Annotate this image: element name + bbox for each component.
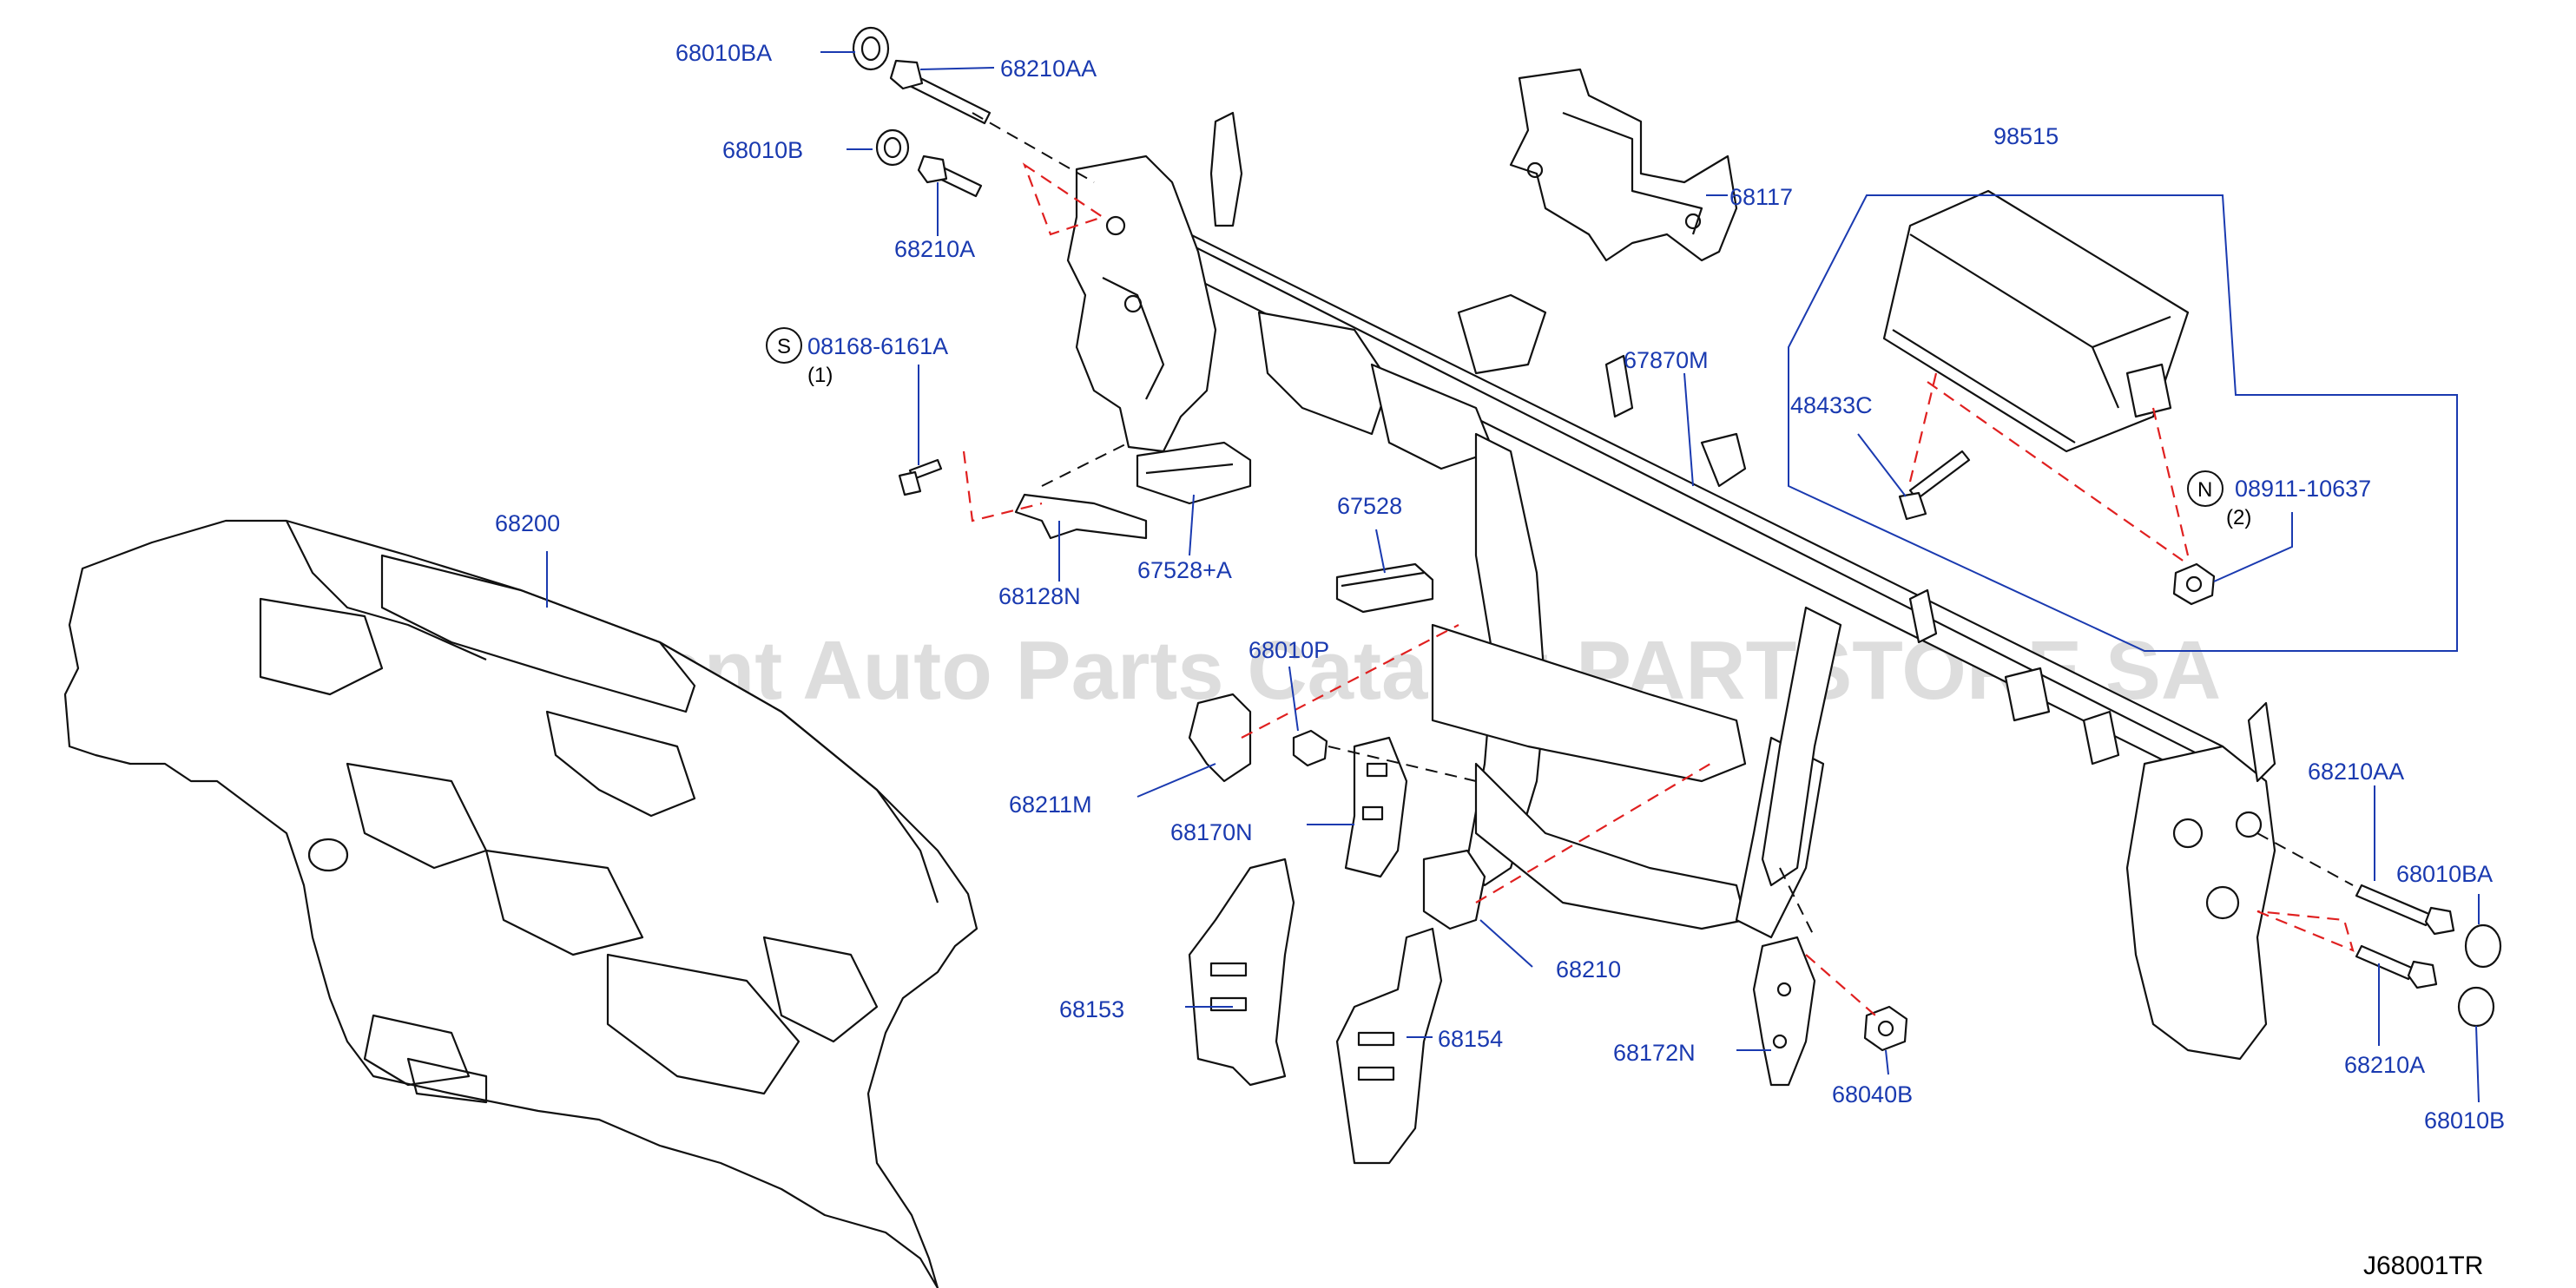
passenger-airbag-98515[interactable] (1882, 189, 2190, 453)
label-68117[interactable]: 68117 (1729, 184, 1793, 210)
cap-68010BA-right[interactable] (2464, 923, 2502, 969)
cap-68010B-right[interactable] (2457, 986, 2495, 1028)
bolt-68210A-top[interactable] (917, 154, 983, 198)
clip-67528[interactable] (1335, 562, 1434, 614)
label-08911-10637[interactable]: 08911-10637 (2235, 476, 2371, 502)
bolt-08168-6161A[interactable] (898, 458, 943, 496)
connector-68210[interactable] (1422, 849, 1486, 930)
cap-68010B-top[interactable] (875, 128, 910, 167)
label-67528A[interactable]: 67528+A (1137, 557, 1232, 583)
bracket-68170N[interactable] (1344, 736, 1408, 878)
cross-car-beam-67870M[interactable] (1066, 111, 2276, 1061)
label-68211M[interactable]: 68211M (1009, 792, 1092, 818)
nut-68040B[interactable] (1863, 1005, 1908, 1052)
bolt-68210AA-right[interactable] (2355, 884, 2455, 936)
label-68010BA-top[interactable]: 68010BA (675, 40, 772, 66)
label-68170N[interactable]: 68170N (1170, 819, 1253, 845)
bracket-68128N[interactable] (1014, 493, 1148, 540)
label-67870M[interactable]: 67870M (1624, 347, 1709, 373)
bolt-48433C[interactable] (1898, 450, 1971, 521)
dashboard-panel-68200[interactable] (63, 519, 978, 1288)
callout-s-circle (766, 327, 802, 364)
label-68210AA-top[interactable]: 68210AA (1000, 56, 1097, 82)
label-68010BA-right[interactable]: 68010BA (2396, 861, 2493, 887)
label-68010B-right[interactable]: 68010B (2424, 1107, 2505, 1134)
cap-68010BA-top[interactable] (852, 26, 890, 71)
bracket-68117[interactable] (1509, 68, 1738, 262)
bracket-68153[interactable] (1188, 858, 1295, 1087)
diagram-reference-code: J68001TR (2363, 1252, 2483, 1280)
label-68010B-top[interactable]: 68010B (722, 137, 803, 163)
label-68210A-right[interactable]: 68210A (2344, 1052, 2425, 1078)
nut-68010P[interactable] (1292, 729, 1328, 767)
label-68153[interactable]: 68153 (1059, 996, 1124, 1022)
clip-67528A[interactable] (1136, 441, 1252, 505)
nut-08911-10637[interactable] (2172, 562, 2216, 606)
label-68172N[interactable]: 68172N (1613, 1040, 1696, 1066)
label-68154[interactable]: 68154 (1438, 1026, 1503, 1052)
label-68210AA-right[interactable]: 68210AA (2308, 759, 2404, 785)
label-08168-6161A[interactable]: 08168-6161A (807, 333, 948, 359)
group-box-98515 (1788, 194, 2458, 652)
label-68128N[interactable]: 68128N (998, 583, 1081, 609)
bracket-68172N[interactable] (1752, 936, 1816, 1087)
bracket-68154[interactable] (1335, 927, 1443, 1165)
connector-68211M[interactable] (1188, 693, 1252, 783)
callout-s-letter: S (777, 335, 791, 358)
label-48433C[interactable]: 48433C (1790, 392, 1873, 418)
label-68040B[interactable]: 68040B (1832, 1081, 1913, 1107)
label-68010P[interactable]: 68010P (1248, 637, 1329, 663)
assembly-dash-lines (962, 112, 2355, 1016)
callout-n-circle (2187, 470, 2224, 507)
label-08911-qty: (2) (2226, 506, 2251, 529)
callout-n-letter: N (2197, 478, 2212, 502)
leader-lines (546, 51, 2480, 1103)
label-68210[interactable]: 68210 (1556, 956, 1621, 982)
bolt-68210AA-top[interactable] (889, 59, 992, 125)
bolt-68210A-right[interactable] (2355, 944, 2438, 989)
part-labels: 68010BA 68210AA 68010B 68210A 08168-6161… (495, 40, 2505, 1134)
label-67528[interactable]: 67528 (1337, 493, 1402, 519)
label-08168-qty: (1) (807, 364, 833, 387)
label-68210A-top[interactable]: 68210A (894, 236, 975, 262)
label-98515[interactable]: 98515 (1993, 123, 2059, 149)
label-68200[interactable]: 68200 (495, 510, 560, 536)
